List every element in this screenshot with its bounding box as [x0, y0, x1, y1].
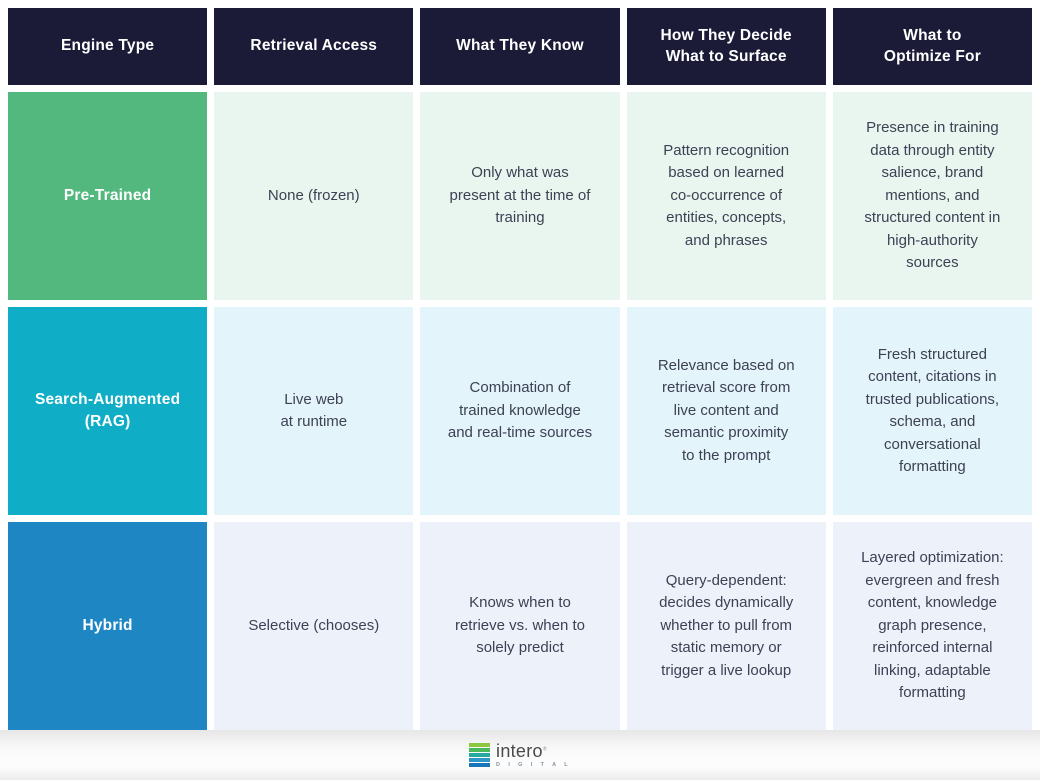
row-label-hybrid: Hybrid	[8, 522, 208, 730]
cell-rag-optimize-for: Fresh structured content, citations in t…	[832, 307, 1032, 515]
header-cell-optimize-for: What to Optimize For	[832, 8, 1032, 85]
logo-subtext: D I G I T A L	[496, 762, 571, 768]
logo-bar	[469, 763, 491, 767]
logo-bar	[469, 758, 491, 762]
cell-rag-retrieval-access: Live web at runtime	[214, 307, 414, 515]
comparison-table: Engine Type Retrieval Access What They K…	[8, 8, 1032, 730]
header-cell-what-they-know: What They Know	[420, 8, 620, 85]
header-cell-retrieval-access: Retrieval Access	[214, 8, 414, 85]
logo-bar	[469, 743, 491, 747]
intero-digital-logo: intero® D I G I T A L	[469, 742, 571, 769]
registered-mark: ®	[542, 746, 547, 753]
logo-text-block: intero® D I G I T A L	[496, 742, 571, 769]
header-cell-engine-type: Engine Type	[8, 8, 208, 85]
row-label-pre-trained: Pre-Trained	[8, 92, 208, 300]
cell-hybrid-retrieval-access: Selective (chooses)	[214, 522, 414, 730]
cell-hybrid-what-they-know: Knows when to retrieve vs. when to solel…	[420, 522, 620, 730]
stacked-bars-icon	[469, 743, 491, 767]
logo-bar	[469, 753, 491, 757]
row-label-search-augmented: Search-Augmented (RAG)	[8, 307, 208, 515]
cell-hybrid-how-they-decide: Query-dependent: decides dynamically whe…	[626, 522, 826, 730]
logo-wordmark: intero	[496, 740, 543, 761]
cell-pre-trained-retrieval-access: None (frozen)	[214, 92, 414, 300]
cell-hybrid-optimize-for: Layered optimization: evergreen and fres…	[832, 522, 1032, 730]
footer-band: intero® D I G I T A L	[0, 730, 1040, 780]
cell-rag-what-they-know: Combination of trained knowledge and rea…	[420, 307, 620, 515]
logo-bar	[469, 748, 491, 752]
cell-pre-trained-what-they-know: Only what was present at the time of tra…	[420, 92, 620, 300]
header-cell-how-they-decide: How They Decide What to Surface	[626, 8, 826, 85]
cell-pre-trained-how-they-decide: Pattern recognition based on learned co-…	[626, 92, 826, 300]
cell-pre-trained-optimize-for: Presence in training data through entity…	[832, 92, 1032, 300]
cell-rag-how-they-decide: Relevance based on retrieval score from …	[626, 307, 826, 515]
